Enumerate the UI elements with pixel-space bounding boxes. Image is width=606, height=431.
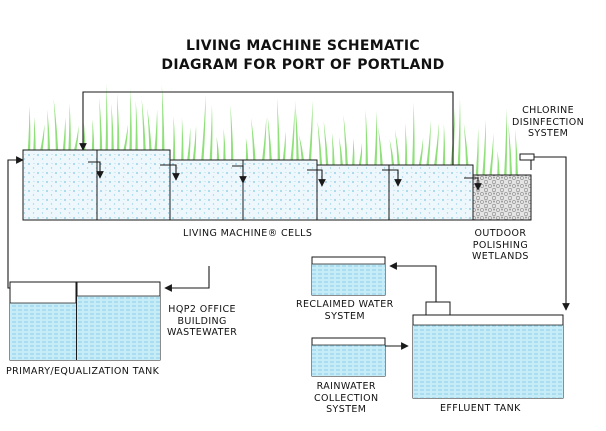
chlorine-unit [519, 153, 535, 161]
plant-blade [508, 122, 513, 175]
plant-blade [308, 100, 313, 160]
plant-blade [489, 133, 494, 175]
plant-blade [404, 123, 408, 165]
plant-blade [91, 119, 95, 150]
plant-blade [463, 123, 469, 165]
plant-blade [276, 97, 281, 160]
chlorine-label: CHLORINE DISINFECTION SYSTEM [512, 105, 585, 139]
plant-blade [504, 108, 508, 175]
plant-blade [129, 88, 132, 150]
plant-blade [141, 98, 146, 150]
plant-blade [68, 102, 71, 150]
title-line-2: DIAGRAM FOR PORT OF PORTLAND [161, 57, 445, 73]
plant-blade [475, 128, 479, 175]
plant-blade [282, 131, 286, 160]
rainwater-collection-tank [311, 337, 386, 377]
plant-blade [123, 124, 129, 150]
plant-blade [323, 121, 329, 165]
plant-blade [365, 109, 368, 165]
plant-blade [62, 117, 66, 150]
plant-blade [294, 100, 299, 160]
outdoor-wetland-gravel [472, 174, 532, 221]
plant-blade [209, 104, 213, 160]
plant-blade [317, 120, 323, 165]
plant-blade [482, 119, 486, 175]
primary-to-cells-pipe [7, 156, 24, 289]
cell-6 [388, 164, 474, 221]
plant-blade [40, 124, 45, 150]
plant-blade [99, 97, 103, 150]
outdoor-wetlands-label: OUTDOOR POLISHING WETLANDS [472, 228, 529, 262]
plant-blade [434, 122, 440, 165]
plant-blade [426, 120, 431, 165]
plant-blade [172, 115, 176, 160]
plant-blade [192, 125, 197, 160]
plant-blade [230, 104, 234, 160]
plant-blade [181, 117, 184, 160]
cell-2 [96, 149, 171, 221]
hqp2-label: HQP2 OFFICE BUILDING WASTEWATER [167, 304, 238, 338]
plant-blade [267, 116, 272, 160]
reclaimed-label: RECLAIMED WATER SYSTEM [296, 299, 394, 322]
plant-blade [135, 100, 138, 150]
plant-blade [339, 136, 343, 165]
plant-blade [290, 108, 295, 160]
primary-equalization-tank [9, 281, 161, 361]
plant-blade [378, 126, 383, 165]
plant-blade [358, 142, 363, 165]
recirculation-pipe [79, 91, 454, 165]
wetland-plants [27, 83, 518, 175]
plant-blade [418, 137, 424, 165]
plant-blade [352, 138, 355, 165]
plant-blade [343, 114, 348, 165]
plant-blade [374, 110, 378, 165]
plant-blade [412, 102, 415, 165]
reclaimed-water-tank [311, 256, 386, 296]
transfer-pipes [88, 161, 482, 191]
primary-tank-label: PRIMARY/EQUALIZATION TANK [6, 366, 160, 377]
hqp2-inflow-pipe [164, 266, 210, 292]
plant-blade [223, 128, 226, 160]
plant-blade [331, 132, 335, 165]
plant-blade [201, 94, 206, 160]
cell-3 [169, 159, 244, 221]
plant-blade [262, 117, 267, 160]
effluent-tank-label: EFFLUENT TANK [440, 403, 521, 414]
plant-blade [187, 127, 191, 160]
title-line-1: LIVING MACHINE SCHEMATIC [186, 38, 420, 54]
plant-blade [389, 139, 395, 165]
plant-blade [251, 118, 256, 160]
cell-1 [22, 149, 98, 221]
plant-blade [117, 93, 120, 150]
plant-blade [394, 129, 400, 165]
plant-blade [161, 85, 165, 150]
plant-blade [457, 98, 461, 165]
plant-blade [515, 129, 518, 175]
plant-blade [147, 107, 152, 150]
chlorine-to-effluent-pipe [534, 156, 570, 311]
effluent-tank [412, 301, 564, 399]
effluent-to-reclaimed-pipe [389, 262, 437, 302]
rainwater-label: RAINWATER COLLECTION SYSTEM [314, 381, 379, 415]
plant-blade [47, 109, 51, 150]
cell-5 [316, 164, 390, 221]
cell-4 [242, 159, 318, 221]
plant-blade [111, 103, 114, 150]
plant-blade [33, 117, 36, 150]
plant-blade [53, 98, 59, 150]
plant-blade [497, 150, 500, 175]
plant-blade [27, 105, 31, 150]
plant-blade [216, 136, 220, 160]
plant-blade [105, 83, 108, 150]
cells-label: LIVING MACHINE® CELLS [183, 228, 313, 239]
plant-blade [154, 109, 158, 150]
plant-blade [245, 137, 249, 160]
living-machine-cells [22, 149, 532, 221]
plant-blade [74, 125, 79, 150]
plant-blade [298, 134, 304, 160]
plant-blade [442, 124, 446, 165]
